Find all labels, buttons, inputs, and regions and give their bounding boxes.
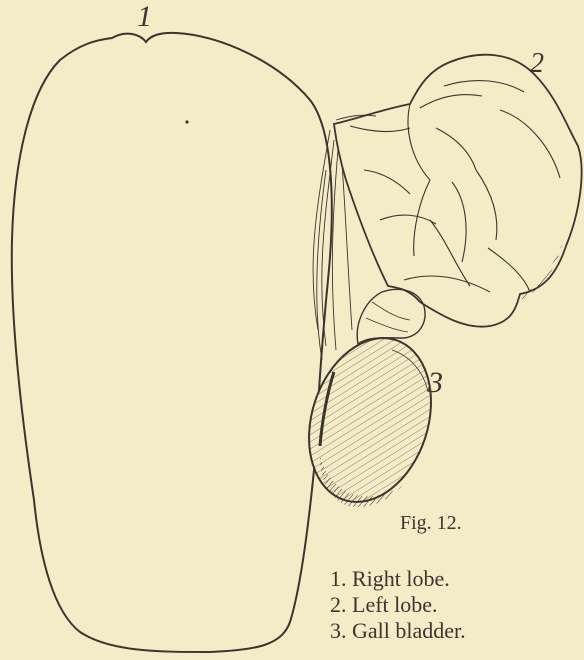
left-lobe-folds [350,81,560,292]
legend-item-right-lobe: 1. Right lobe. [330,566,466,592]
label-gall-bladder-number: 3 [428,368,443,398]
surface-dot [185,120,188,123]
legend-item-left-lobe: 2. Left lobe. [330,592,466,618]
neck-folds [366,302,410,332]
right-lobe-outline [12,33,332,652]
gall-bladder [289,322,451,518]
label-right-lobe-number: 1 [137,2,152,32]
legend-item-gall-bladder: 3. Gall bladder. [330,618,466,644]
label-left-lobe-number: 2 [530,50,544,78]
figure-legend: 1. Right lobe. 2. Left lobe. 3. Gall bla… [330,566,466,644]
figure-caption: Fig. 12. [400,512,462,535]
